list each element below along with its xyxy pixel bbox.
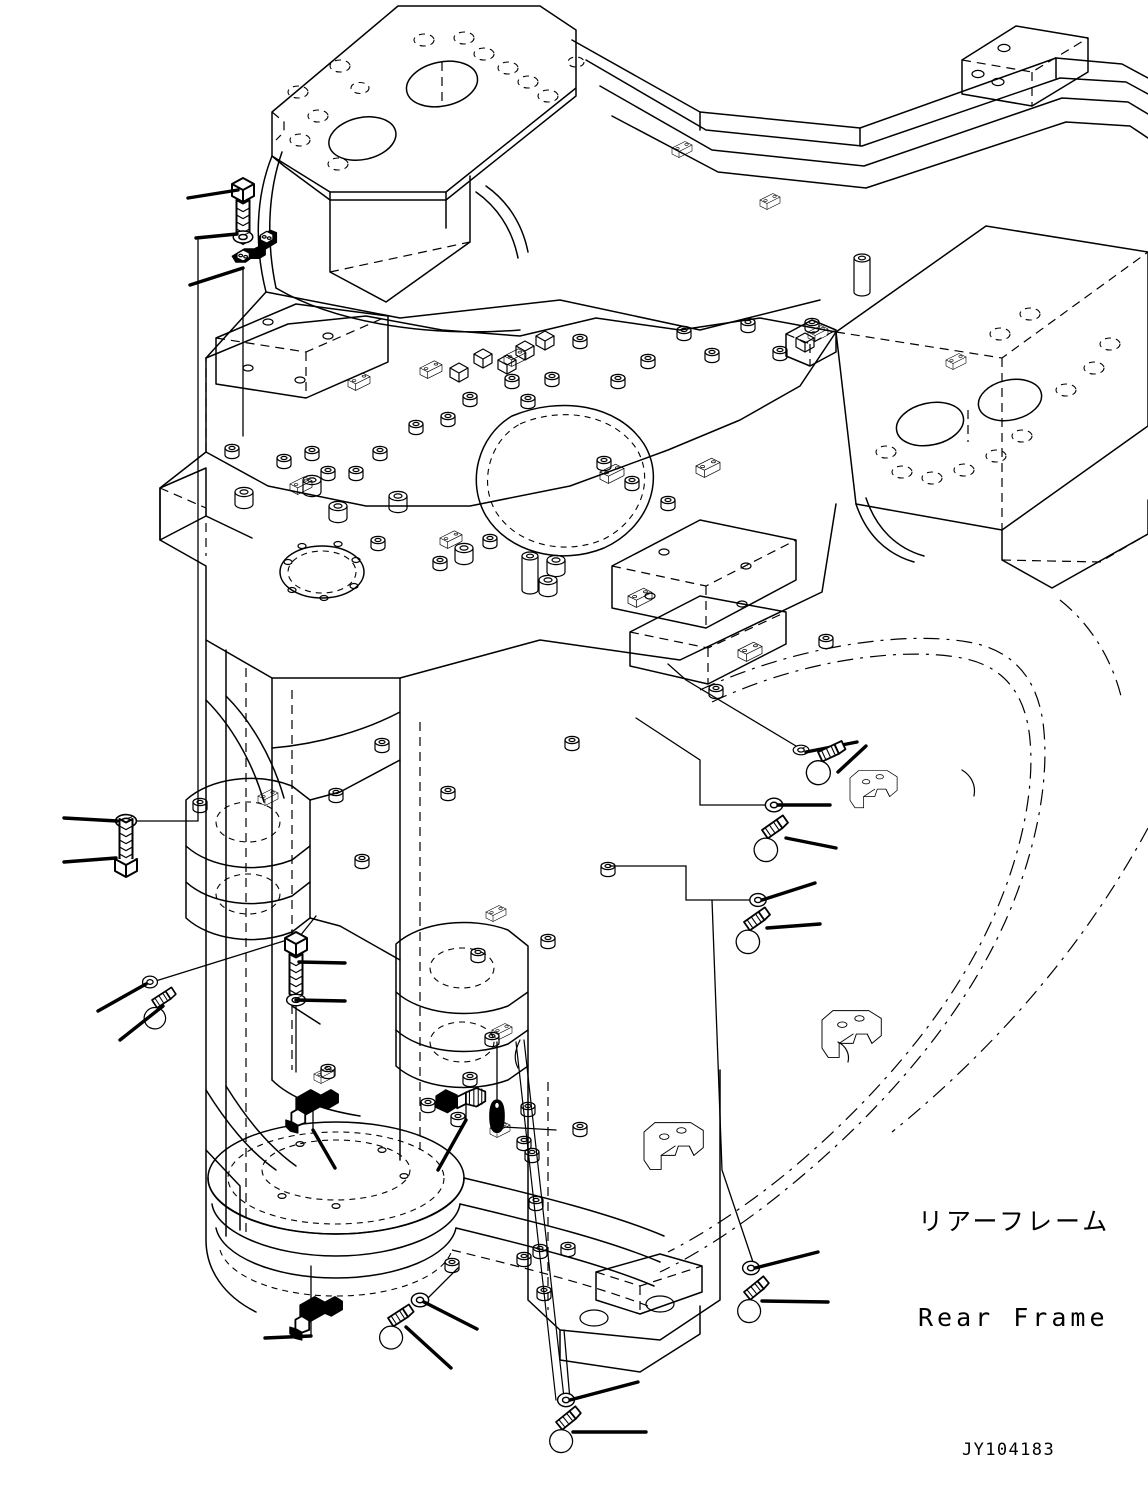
center-deck xyxy=(159,141,967,700)
callout-bolt-upper-left xyxy=(186,177,255,245)
callout-bolt-mid-left xyxy=(62,818,138,878)
callout-bolt-right-lower xyxy=(733,902,822,958)
callout-washer-right-mid xyxy=(764,797,832,813)
callout-washer-bottom-right xyxy=(741,1250,820,1276)
callout-hex-adapter xyxy=(435,1086,487,1172)
upper-left-mounting-plate xyxy=(257,5,585,303)
callout-bolt-right-mid xyxy=(751,810,838,866)
callout-washer-bottom-center xyxy=(556,1380,640,1408)
callout-washer-lower-left xyxy=(96,975,159,1013)
callout-bolt-bottom-left xyxy=(376,1298,453,1370)
callout-pin xyxy=(489,1099,557,1134)
assembly-guide-lines xyxy=(116,239,807,1401)
callout-bolt-bottom-right xyxy=(735,1273,830,1326)
part-caption: リアーフレーム Rear Frame xyxy=(918,1142,1110,1398)
rear-frame-phantom-outline xyxy=(643,599,1148,1273)
callout-washer-center-left xyxy=(285,993,347,1007)
rear-beam xyxy=(571,25,1148,589)
callout-washer-right-lower xyxy=(749,881,817,908)
callout-bracket-upper-left xyxy=(188,229,278,287)
part-caption-english: Rear Frame xyxy=(918,1303,1109,1332)
part-caption-japanese: リアーフレーム xyxy=(918,1207,1111,1236)
callout-bolt-lower-left xyxy=(118,982,178,1042)
callout-bolt-center-left xyxy=(284,931,347,999)
callout-washer-bottom-left xyxy=(410,1292,479,1331)
callout-elbow-fitting-bottom xyxy=(263,1295,344,1341)
callout-elbow-fitting-left xyxy=(284,1088,340,1170)
callout-bolt-bottom-center xyxy=(547,1403,648,1456)
callout-washer-mid-left xyxy=(62,813,138,829)
frame-assembly-geometry xyxy=(116,5,1148,1401)
front-vertical-body xyxy=(185,639,721,1401)
callout-bolt-right-upper xyxy=(802,732,868,791)
drawing-number: JY104183 xyxy=(962,1440,1056,1460)
callout-parts-layer xyxy=(62,177,868,1456)
callout-washer-upper-left xyxy=(194,230,254,244)
